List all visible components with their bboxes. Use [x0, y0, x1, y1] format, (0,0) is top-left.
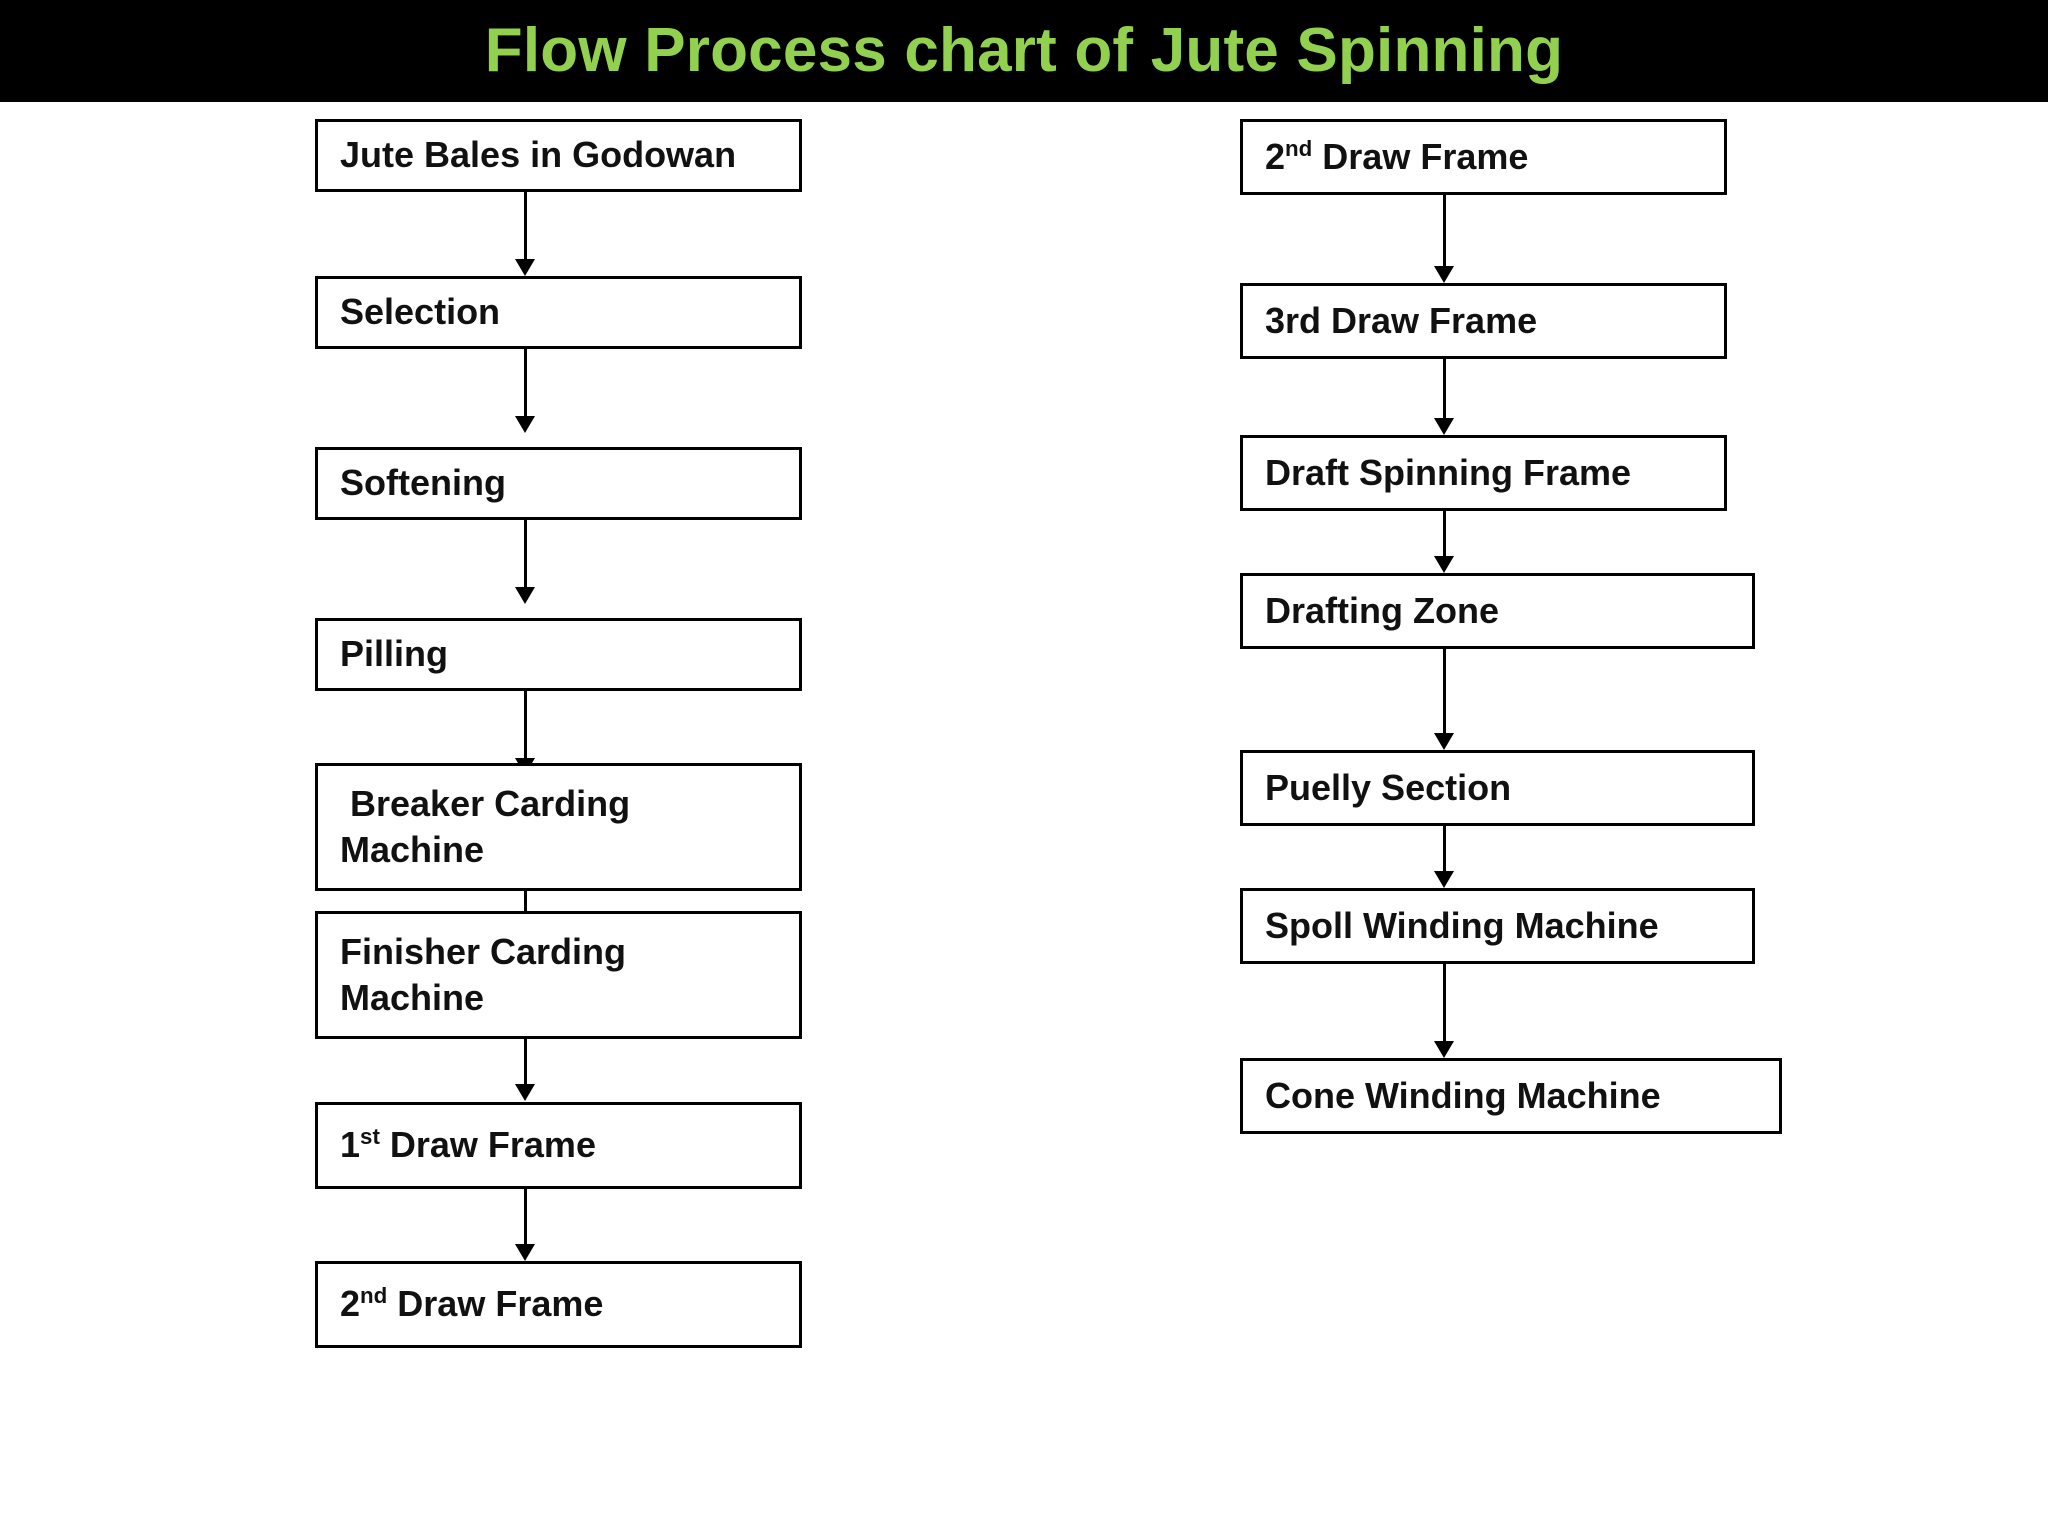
ordinal-suffix: nd: [1285, 135, 1313, 161]
flow-node-label: Jute Bales in Godowan: [340, 134, 737, 176]
arrow-head-icon: [1434, 418, 1454, 435]
arrow-head-icon: [1434, 871, 1454, 888]
flow-node-label-line-2: Machine: [340, 829, 485, 870]
arrow-line: [1443, 826, 1446, 876]
flow-node-label: Puelly Section: [1265, 766, 1512, 808]
arrow-line: [524, 349, 527, 421]
flow-node-label: Drafting Zone: [1265, 589, 1499, 631]
flow-node-label: 2nd Draw Frame: [1243, 134, 1724, 180]
flow-node-draft-spinning-frame[interactable]: Draft Spinning Frame: [1240, 435, 1727, 511]
arrow-head-icon: [515, 587, 535, 604]
arrow-line: [524, 1039, 527, 1089]
title-band: Flow Process chart of Jute Spinning: [0, 0, 2048, 102]
flow-node-label: Selection: [340, 291, 501, 333]
arrow-head-icon: [1434, 1041, 1454, 1058]
flowchart-canvas: Jute Bales in Godowan Selection Softenin…: [0, 102, 2048, 1536]
flow-node-2nd-draw-frame-right[interactable]: 2nd Draw Frame: [1240, 119, 1727, 195]
flow-node-label: Softening: [340, 462, 506, 504]
flow-node-cone-winding-machine[interactable]: Cone Winding Machine: [1240, 1058, 1782, 1134]
flow-node-label-line-1: Finisher Carding: [340, 930, 627, 972]
arrow-line: [524, 520, 527, 592]
flow-node-1st-draw-frame[interactable]: 1st Draw Frame: [315, 1102, 802, 1189]
flow-node-jute-bales-in-godowan[interactable]: Jute Bales in Godowan: [315, 119, 802, 192]
ordinal-suffix: nd: [360, 1283, 388, 1309]
arrow-line: [524, 192, 527, 264]
flow-node-2nd-draw-frame-left[interactable]: 2nd Draw Frame: [315, 1261, 802, 1348]
arrow-head-icon: [515, 259, 535, 276]
arrow-line: [1443, 511, 1446, 561]
arrow-head-icon: [1434, 266, 1454, 283]
flow-node-label: Pilling: [340, 633, 448, 675]
flow-node-label: 1st Draw Frame: [318, 1122, 799, 1168]
flow-node-3rd-draw-frame[interactable]: 3rd Draw Frame: [1240, 283, 1727, 359]
flow-node-drafting-zone[interactable]: Drafting Zone: [1240, 573, 1755, 649]
flow-node-label-line-2: Machine: [340, 977, 485, 1018]
flow-node-softening[interactable]: Softening: [315, 447, 802, 520]
flow-node-spoll-winding-machine[interactable]: Spoll Winding Machine: [1240, 888, 1755, 964]
arrow-head-icon: [1434, 556, 1454, 573]
arrow-head-icon: [515, 1084, 535, 1101]
flow-node-label: 2nd Draw Frame: [318, 1281, 799, 1327]
arrow-line: [524, 1189, 527, 1249]
flow-node-label: 3rd Draw Frame: [1265, 299, 1538, 341]
ordinal-suffix: st: [360, 1124, 380, 1150]
flow-node-pilling[interactable]: Pilling: [315, 618, 802, 691]
flow-node-breaker-carding-machine[interactable]: Breaker Carding Machine: [315, 763, 802, 891]
arrow-line: [1443, 359, 1446, 423]
flow-node-finisher-carding-machine[interactable]: Finisher Carding Machine: [315, 911, 802, 1039]
flow-node-selection[interactable]: Selection: [315, 276, 802, 349]
flow-node-label-line-1: Breaker Carding: [340, 782, 631, 824]
ordinal-number: 1: [340, 1124, 361, 1166]
flow-node-label: Spoll Winding Machine: [1265, 904, 1659, 946]
arrow-line: [1443, 195, 1446, 271]
flow-node-label-rest: Draw Frame: [1312, 135, 1529, 177]
arrow-head-icon: [515, 416, 535, 433]
ordinal-number: 2: [1265, 135, 1286, 177]
flow-node-label: Draft Spinning Frame: [1265, 451, 1632, 493]
arrow-head-icon: [1434, 733, 1454, 750]
arrow-line: [524, 691, 527, 763]
ordinal-number: 2: [340, 1283, 361, 1325]
arrow-head-icon: [515, 1244, 535, 1261]
flow-node-label-rest: Draw Frame: [387, 1283, 604, 1325]
arrow-line: [1443, 649, 1446, 738]
flow-node-label-rest: Draw Frame: [379, 1124, 596, 1166]
flow-node-label: Cone Winding Machine: [1265, 1074, 1661, 1116]
arrow-line: [1443, 964, 1446, 1046]
flow-node-puelly-section[interactable]: Puelly Section: [1240, 750, 1755, 826]
page-title: Flow Process chart of Jute Spinning: [484, 16, 1564, 85]
